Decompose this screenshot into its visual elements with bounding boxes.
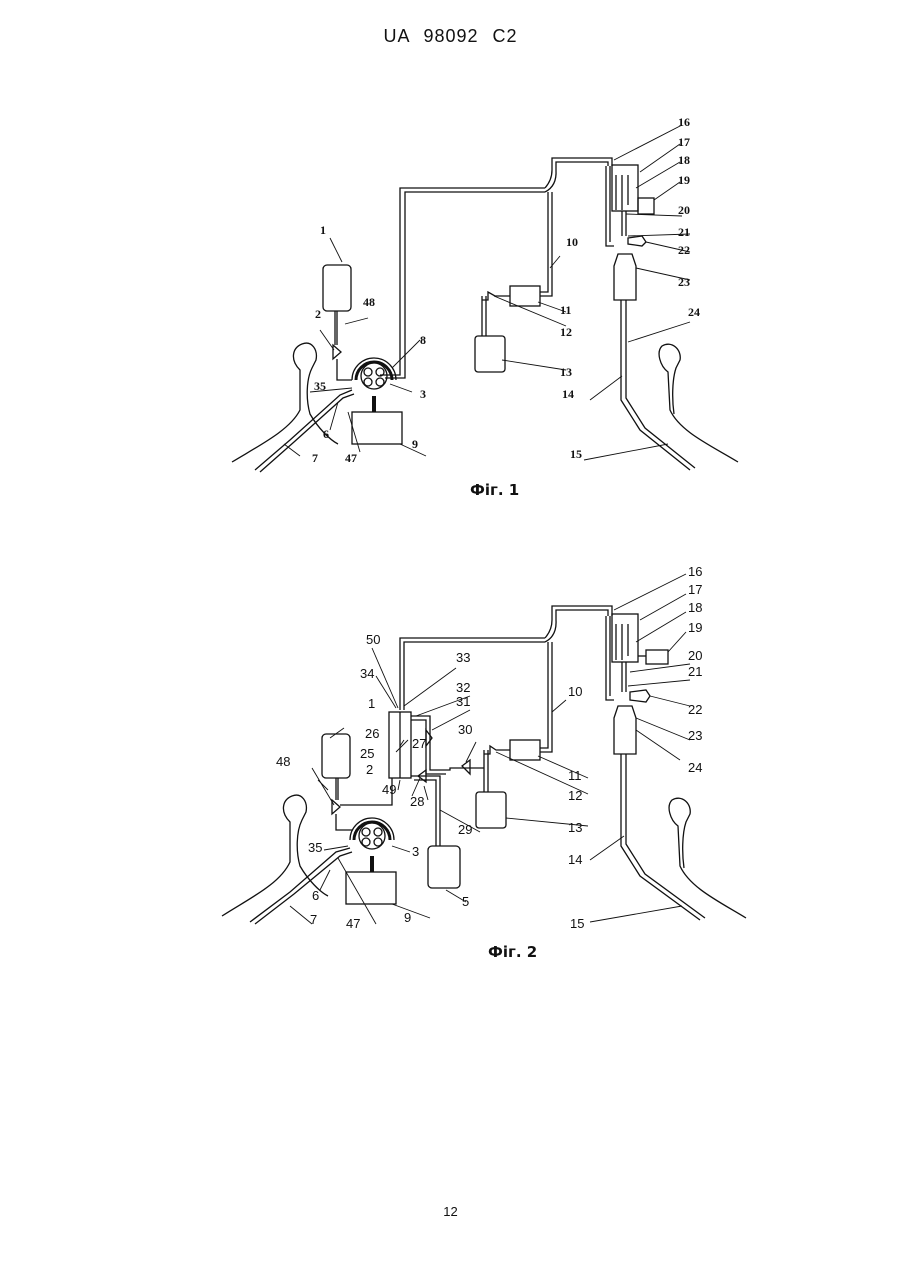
fig2-label-50: 50	[366, 632, 380, 647]
fig2-label-47: 47	[346, 916, 360, 931]
fig2-label-12: 12	[568, 788, 582, 803]
fig1-label-13: 13	[560, 365, 572, 379]
fig2-label-20: 20	[688, 648, 702, 663]
fig2-label-7: 7	[310, 912, 317, 927]
fig1-label-3: 3	[420, 387, 426, 401]
fig2-label-34: 34	[360, 666, 374, 681]
fig1-caption: Фіг. 1	[470, 481, 519, 499]
fig2-label-11: 11	[568, 768, 582, 783]
fig1-label-14: 14	[562, 387, 574, 401]
fig1-label-23: 23	[678, 275, 690, 289]
valve-fig2-22	[630, 690, 650, 702]
fig2-label-13: 13	[568, 820, 582, 835]
tube-fig1-patient-left	[255, 390, 352, 470]
device-fig1-11	[510, 286, 540, 306]
bottle-fig2-13	[476, 792, 506, 828]
fig1-label-15: 15	[570, 447, 582, 461]
fig1-label-20: 20	[678, 203, 690, 217]
bottle-fig2-23	[614, 706, 636, 754]
tube-fig2-33	[400, 638, 545, 710]
fig2-label-15: 15	[570, 916, 584, 931]
fig2-label-9: 9	[404, 910, 411, 925]
fig2-label-5: 5	[462, 894, 469, 909]
valve-fig2-30	[462, 760, 470, 774]
fig2-label-1: 1	[368, 696, 375, 711]
fig2-label-29: 29	[458, 822, 472, 837]
fig2-label-27: 27	[412, 736, 426, 751]
fig2-label-31: 31	[456, 694, 470, 709]
bottle-fig1-23	[614, 254, 636, 300]
fig2-label-26: 26	[365, 726, 379, 741]
box-fig1-19	[638, 198, 654, 214]
box-fig2-19	[646, 650, 668, 664]
fig2-label-33: 33	[456, 650, 470, 665]
fig1-label-16: 16	[678, 115, 690, 129]
fig2-label-25: 25	[360, 746, 374, 761]
fig2-label-28: 28	[410, 794, 424, 809]
fig1-label-9: 9	[412, 437, 418, 451]
fig1-label-8: 8	[420, 333, 426, 347]
fig1-label-7: 7	[312, 451, 318, 465]
fig1-label-1: 1	[320, 223, 326, 237]
fig2-label-17: 17	[688, 582, 702, 597]
fig2-label-14: 14	[568, 852, 582, 867]
hand-fig1-right	[659, 344, 738, 462]
fig1-label-47: 47	[345, 451, 357, 465]
fig2-label-10: 10	[568, 684, 582, 699]
fig2-label-49: 49	[382, 782, 396, 797]
fig2-label-3: 3	[412, 844, 419, 859]
fig2-label-35: 35	[308, 840, 322, 855]
box-fig2-9	[346, 872, 396, 904]
fig2-label-6: 6	[312, 888, 319, 903]
fig1-label-35: 35	[314, 379, 326, 393]
bag-fig2-1	[322, 734, 350, 778]
bottle-fig1-13	[475, 336, 505, 372]
tube-fig2-24	[621, 754, 700, 920]
fig1-label-11: 11	[560, 303, 571, 317]
fig2-caption: Фіг. 2	[488, 943, 537, 961]
fig2-label-23: 23	[688, 728, 702, 743]
fig2-label-22: 22	[688, 702, 702, 717]
fig1-label-21: 21	[678, 225, 690, 239]
page-number: 12	[0, 1204, 901, 1219]
fig1-label-18: 18	[678, 153, 690, 167]
fig1-label-17: 17	[678, 135, 690, 149]
valve-fig1-22	[628, 236, 646, 246]
fig2-label-24: 24	[688, 760, 702, 775]
fig1-label-48: 48	[363, 295, 375, 309]
fig1-label-12: 12	[560, 325, 572, 339]
tube-fig1-10	[540, 192, 548, 292]
fig2-label-30: 30	[458, 722, 472, 737]
fig1-label-22: 22	[678, 243, 690, 257]
fig2-label-2: 2	[366, 762, 373, 777]
fig1-label-2: 2	[315, 307, 321, 321]
fig1-label-24: 24	[688, 305, 700, 319]
fig2-label-18: 18	[688, 600, 702, 615]
fig2-label-48: 48	[276, 754, 290, 769]
fig1-label-19: 19	[678, 173, 690, 187]
bag-fig1-1	[323, 265, 351, 311]
fig2-label-32: 32	[456, 680, 470, 695]
device-fig2-11	[510, 740, 540, 760]
box-fig1-9	[352, 412, 402, 444]
tube-fig2-patient-left	[250, 848, 350, 922]
fig2-label-19: 19	[688, 620, 702, 635]
fig2-label-16: 16	[688, 564, 702, 579]
fig2-label-21: 21	[688, 664, 702, 679]
bag-fig2-5	[428, 846, 460, 888]
fig1-label-10: 10	[566, 235, 578, 249]
tube-fig2-10	[540, 642, 548, 748]
fig1-label-6: 6	[323, 427, 329, 441]
